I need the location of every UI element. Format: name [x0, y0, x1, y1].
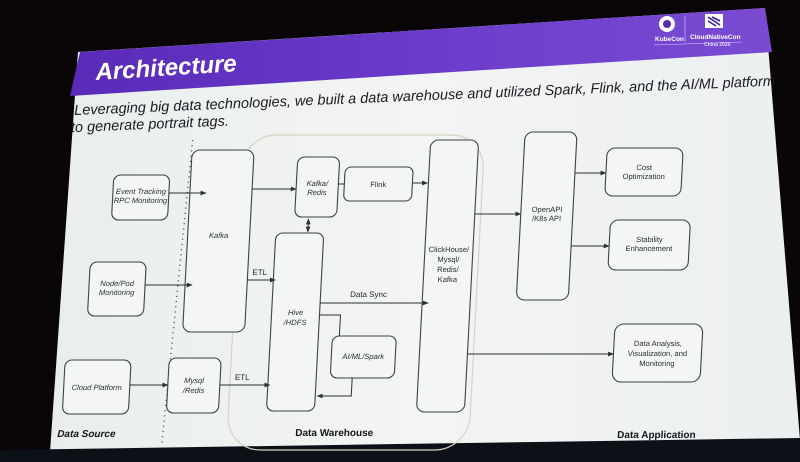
svg-text:OpenAPI: OpenAPI — [531, 205, 562, 214]
svg-text:Mysql: Mysql — [184, 376, 205, 385]
node-openapi[interactable]: OpenAPI /K8s API — [516, 131, 578, 301]
slide-subtitle-line2: to generate portrait tags. — [71, 114, 230, 137]
svg-text:Data Analysis,: Data Analysis, — [634, 339, 683, 348]
node-hive-hdfs[interactable]: Hive /HDFS — [266, 232, 324, 412]
node-mysql-redis[interactable]: Mysql /Redis — [166, 357, 222, 414]
node-kafka[interactable]: Kafka — [182, 149, 255, 333]
svg-text:Kafka: Kafka — [209, 231, 229, 240]
slide-header-band — [70, 8, 772, 96]
svg-text:Monitoring: Monitoring — [639, 359, 675, 368]
svg-text:Cost: Cost — [636, 163, 653, 172]
svg-text:Cloud Platform: Cloud Platform — [71, 383, 122, 392]
node-node-pod-monitoring[interactable]: Node/Pod Monitoring — [87, 261, 147, 317]
edge-label-etl-2: ETL — [235, 373, 251, 382]
svg-text:KubeCon: KubeCon — [655, 36, 684, 43]
section-label-data-source: Data Source — [57, 429, 116, 440]
svg-text:Kafka: Kafka — [437, 275, 458, 284]
svg-text:Flink: Flink — [370, 180, 387, 189]
svg-text:China 2020: China 2020 — [704, 42, 731, 48]
svg-text:ClickHouse/: ClickHouse/ — [428, 245, 470, 254]
kubecon-logo: KubeCon — [655, 16, 684, 43]
node-kafka-redis[interactable]: Kafka/ Redis — [294, 156, 340, 218]
edge-label-etl-1: ETL — [252, 268, 268, 277]
svg-text:/Redis: /Redis — [182, 386, 205, 395]
svg-text:AI/ML/Spark: AI/ML/Spark — [341, 352, 385, 361]
edge-kafkaredis-hive-bidirectional — [305, 218, 311, 233]
svg-text:Monitoring: Monitoring — [99, 288, 136, 297]
svg-text:Optimization: Optimization — [622, 172, 665, 181]
edge-hive-to-aiml — [319, 314, 342, 336]
svg-text:Node/Pod: Node/Pod — [100, 279, 135, 288]
node-data-analysis[interactable]: Data Analysis, Visualization, and Monito… — [611, 323, 704, 383]
node-cost-optimization[interactable]: Cost Optimization — [604, 147, 684, 197]
svg-text:Event Tracking: Event Tracking — [116, 187, 167, 196]
node-stability-enhancement[interactable]: Stability Enhancement — [607, 219, 691, 271]
node-clickhouse[interactable]: ClickHouse/ Mysql/ Redis/ Kafka — [416, 139, 479, 413]
edge-label-data-sync: Data Sync — [350, 290, 387, 299]
svg-text:/K8s API: /K8s API — [532, 214, 562, 223]
cloudnativecon-logo: CloudNativeCon China 2020 — [653, 14, 743, 48]
svg-text:Redis: Redis — [307, 188, 327, 197]
node-aiml-spark[interactable]: AI/ML/Spark — [329, 335, 397, 379]
node-flink[interactable]: Flink — [343, 166, 414, 202]
svg-text:Visualization, and: Visualization, and — [628, 349, 688, 358]
section-label-data-warehouse: Data Warehouse — [295, 428, 374, 439]
architecture-diagram: Event Tracking RPC Monitoring Node/Pod M… — [57, 131, 704, 451]
svg-text:/HDFS: /HDFS — [282, 318, 306, 327]
svg-text:Redis/: Redis/ — [437, 265, 460, 274]
svg-text:RPC Monitoring: RPC Monitoring — [113, 196, 168, 205]
svg-text:Mysql/: Mysql/ — [437, 255, 460, 264]
svg-text:Enhancement: Enhancement — [625, 244, 673, 253]
svg-text:Hive: Hive — [288, 308, 304, 317]
section-label-data-application: Data Application — [617, 430, 696, 441]
slide-background — [50, 8, 800, 452]
node-cloud-platform[interactable]: Cloud Platform — [62, 359, 132, 415]
svg-text:CloudNativeCon: CloudNativeCon — [690, 34, 741, 41]
node-event-tracking[interactable]: Event Tracking RPC Monitoring — [111, 174, 171, 221]
edge-aiml-to-hive — [316, 378, 353, 399]
svg-text:Kafka/: Kafka/ — [306, 179, 329, 188]
svg-text:Stability: Stability — [636, 235, 663, 244]
